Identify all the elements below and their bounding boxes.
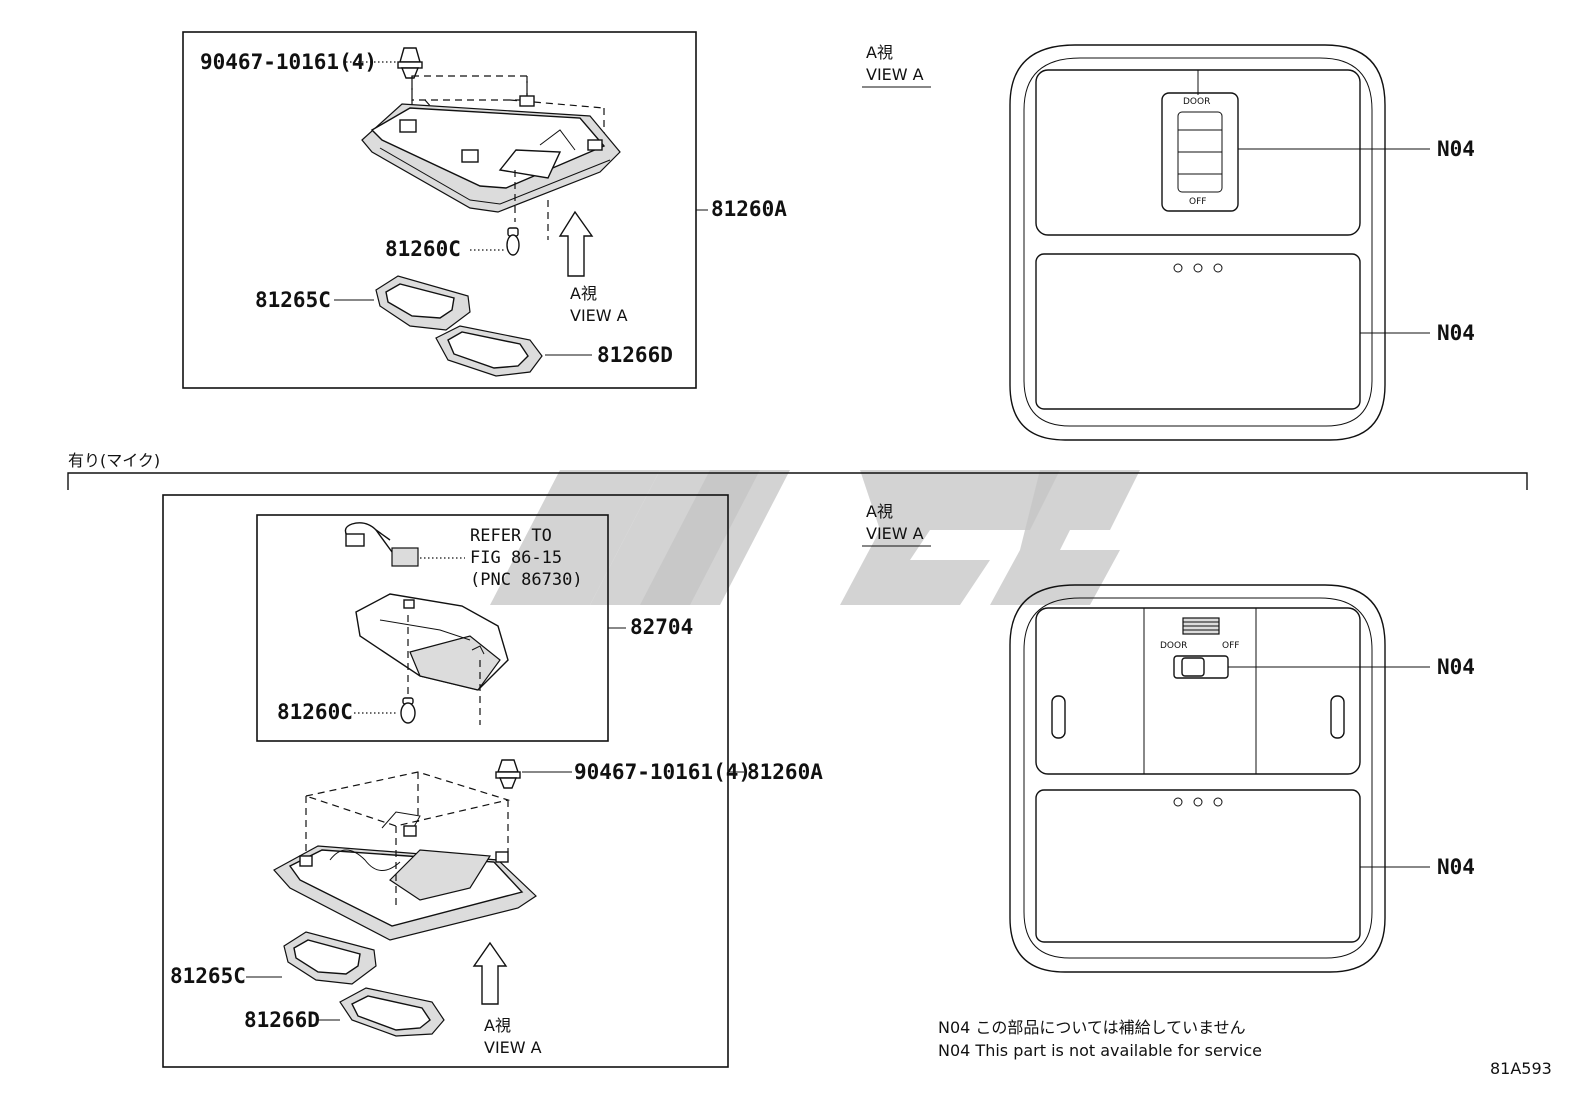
top-lens-part: [375, 275, 471, 331]
top-assembly: 90467-10161(4) 81260C: [182, 31, 787, 389]
top-switch-door-text: DOOR: [1183, 97, 1210, 107]
bottom-module-bulb-label: 81260C: [277, 700, 353, 724]
top-view-title-en: VIEW A: [866, 65, 924, 84]
refer-line3: (PNC 86730): [470, 570, 583, 590]
bottom-upper-panel: [1035, 607, 1361, 775]
top-callout-lower: N04: [1437, 321, 1475, 345]
bottom-assembly-label: 81260A: [747, 760, 823, 784]
bottom-switch-door-text: DOOR: [1160, 641, 1187, 651]
bottom-lower-panel: [1035, 789, 1361, 943]
bottom-view-arrow: [472, 941, 508, 1005]
top-bulb-label: 81260C: [385, 237, 461, 261]
bottom-lens-label: 81265C: [170, 964, 246, 988]
top-door-switch: [1161, 92, 1239, 212]
top-assembly-frame: [182, 31, 697, 389]
bottom-clip-label: 90467-10161(4): [574, 760, 751, 784]
top-view-arrow-jp: A視: [570, 284, 597, 303]
bottom-view-title-jp: A視: [866, 502, 893, 521]
top-lower-panel: [1035, 253, 1361, 410]
bottom-callout-upper: N04: [1437, 655, 1475, 679]
bottom-view: A視 VIEW A DOOR OFF N04 N04: [862, 502, 1475, 973]
bottom-clip-part: [495, 759, 521, 789]
note-jp: N04 この部品については補給していません: [938, 1018, 1246, 1037]
top-cover-label: 81266D: [597, 343, 673, 367]
top-view-arrow-en: VIEW A: [570, 306, 628, 325]
top-view-arrow: [558, 210, 594, 277]
bottom-lens-part: [283, 931, 377, 985]
mic-module-part: [355, 593, 509, 691]
bottom-assembly-frame: [162, 494, 729, 1068]
top-view-title-jp: A視: [866, 43, 893, 62]
bottom-switch-off-text: OFF: [1222, 641, 1239, 651]
bottom-console-outline: [1009, 584, 1386, 973]
top-clip-label: 90467-10161(4): [200, 50, 377, 74]
top-view: A視 VIEW A DOOR OFF N04 N04: [862, 43, 1475, 441]
bottom-callout-lower: N04: [1437, 855, 1475, 879]
bottom-module-bulb-part: [400, 697, 416, 724]
bottom-assembly: REFER TO FIG 86-15 (PNC 86730) 81260C 82…: [162, 494, 823, 1068]
top-clip-part: [397, 47, 423, 79]
top-lamp-housing: [361, 95, 621, 213]
figure-code: 81A593: [1490, 1059, 1552, 1078]
module-label: 82704: [630, 615, 693, 639]
top-callout-upper: N04: [1437, 137, 1475, 161]
section-bracket: [67, 472, 1528, 490]
harness-part: [344, 522, 419, 567]
top-cover-part: [435, 325, 543, 377]
top-lens-label: 81265C: [255, 288, 331, 312]
note-en: N04 This part is not available for servi…: [938, 1041, 1262, 1060]
section-header: 有り(マイク): [68, 451, 160, 470]
top-switch-off-text: OFF: [1189, 197, 1206, 207]
watermark-logo: [490, 470, 1140, 605]
right-lamp-slot: [1330, 695, 1345, 739]
mic-grille: [1182, 617, 1220, 635]
bottom-view-arrow-en: VIEW A: [484, 1038, 542, 1057]
bottom-cover-part: [339, 987, 445, 1037]
bottom-view-arrow-jp: A視: [484, 1016, 511, 1035]
top-bulb-part: [506, 227, 520, 256]
bottom-view-title-en: VIEW A: [866, 524, 924, 543]
top-console-outline: [1009, 44, 1386, 441]
bottom-slide-switch: [1173, 655, 1229, 679]
top-assembly-label: 81260A: [711, 197, 787, 221]
refer-line1: REFER TO: [470, 526, 552, 546]
left-lamp-slot: [1051, 695, 1066, 739]
refer-line2: FIG 86-15: [470, 548, 562, 568]
bottom-lamp-housing: [273, 811, 537, 941]
bottom-cover-label: 81266D: [244, 1008, 320, 1032]
